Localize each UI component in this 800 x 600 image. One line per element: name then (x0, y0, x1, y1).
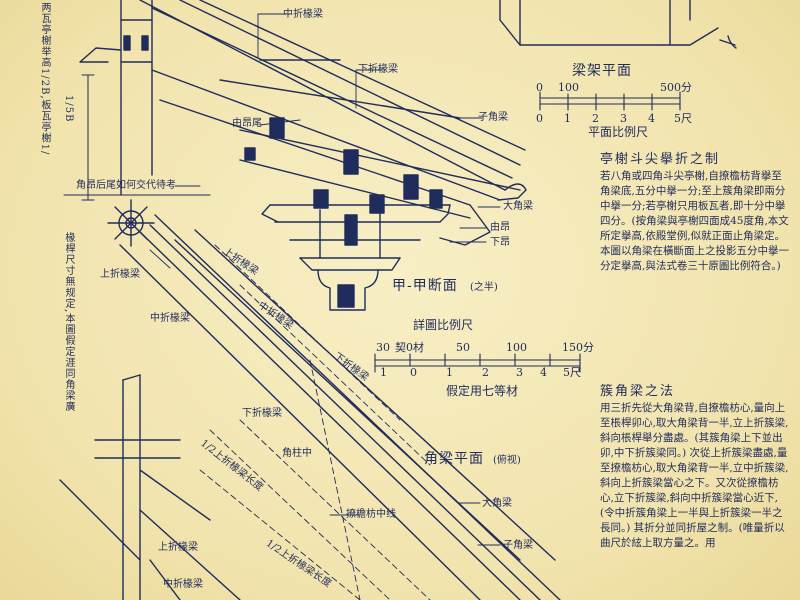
section-rafters (139, 0, 527, 246)
frame-plan (499, 0, 737, 49)
label-big-corner-beam-plan: 大角梁 (482, 498, 512, 509)
bracket-set (239, 117, 471, 311)
plan-scale-tick-ft: 4 (648, 112, 655, 125)
leader-lines (174, 13, 501, 243)
label-mid-fold-beam-left: 中折椽梁 (150, 313, 190, 324)
detail-scale-tick: 100 (506, 341, 527, 354)
detail-scale-tick: 契0材 (395, 341, 424, 354)
plan-title-small: (俯视) (493, 455, 521, 466)
label-mid-fold-beam-top: 中折椽梁 (283, 9, 323, 20)
plan-scale-tick: 500分 (660, 81, 692, 94)
note-1-title: 亭榭斗尖擧折之制 (600, 152, 721, 167)
detail-scale-tick-ft: 4 (540, 366, 547, 379)
plan-scale-caption: 平面比例尺 (588, 125, 649, 139)
detail-scale-title: 詳圖比例尺 (413, 318, 474, 332)
detail-scale-caption: 假定用七等材 (446, 384, 519, 398)
label-you-ang: 由昂 (490, 222, 510, 233)
label-roof-height-note: 两瓦亭榭举高1/2B,板瓦亭榭1/ (39, 2, 50, 156)
plan-scale-bar (539, 91, 681, 111)
section-title-small: (之半) (470, 282, 498, 293)
detail-scale-bar (374, 353, 581, 373)
label-upper-fold-beam-left: 上折椽梁 (100, 269, 140, 280)
plan-scale-tick-ft: 3 (620, 112, 627, 125)
label-child-corner-beam-plan: 子角梁 (503, 540, 533, 551)
label-purlin-center: 撩檐枋中线 (346, 509, 396, 520)
plan-scale-tick-ft: 0 (536, 112, 543, 125)
label-child-corner-beam-top: 子角梁 (478, 112, 508, 123)
note-block-2: 簇角梁之法 用三折先從大角梁背,自撩檐枋心,量向上至棖桿卯心,取大角梁背一半,立… (600, 384, 790, 600)
section-title: 甲-甲断面 (392, 278, 458, 294)
label-corner-column-center: 角柱中 (282, 448, 312, 459)
note-block-1: 亭榭斗尖擧折之制 若八角或四角斗尖亭榭,自撩檐枋背擧至角梁底,五分中擧一分;至上… (600, 152, 790, 274)
plan-scale-tick-ft: 2 (592, 112, 599, 125)
detail-scale-tick: 50 (456, 341, 470, 354)
label-rafter-size-note: 椽桿尺寸無规定,本圖假定涯同角梁廣 (63, 232, 74, 413)
note-1-body: 若八角或四角斗尖亭榭,自撩檐枋背擧至角梁底,五分中擧一分;至上簇角梁即兩分中擧一… (600, 170, 789, 272)
label-upper-fold-beam-bottom: 上折椽梁 (158, 542, 198, 553)
plan-scale-tick-ft: 1 (564, 112, 571, 125)
label-big-corner-beam: 大角梁 (503, 201, 533, 212)
label-ang-tail-note: 角昂后尾如何交代待考 (76, 180, 176, 191)
label-mid-fold-beam-bottom: 中折椽梁 (163, 579, 203, 590)
detail-scale-tick: 150分 (562, 341, 594, 354)
detail-scale-tick-ft: 2 (482, 366, 489, 379)
frame-plan-title: 梁架平面 (572, 63, 632, 79)
section-column (79, 0, 153, 196)
note-2-title: 簇角梁之法 (600, 384, 676, 399)
plan-scale-tick: 0 (536, 81, 543, 94)
plan-scale-tick: 100 (558, 81, 579, 94)
detail-scale-tick-ft: 3 (516, 366, 523, 379)
label-ratio: 1/5B (63, 95, 74, 123)
detail-scale-tick-ft: 5尺 (563, 366, 581, 379)
plan-title: 角梁平面 (424, 451, 484, 467)
bottom-leaders (149, 249, 501, 546)
label-lower-fold-beam-top: 下折椽梁 (358, 64, 398, 75)
label-tail-note: 由昂尾 (232, 118, 262, 129)
detail-scale-tick: 30 (376, 341, 390, 354)
detail-scale-tick-ft: 1 (380, 366, 387, 379)
label-lower-fold-beam-mid: 下折椽梁 (242, 408, 282, 419)
diagonal-beams (119, 214, 561, 600)
column-elevation (59, 374, 241, 600)
plan-scale-tick-ft: 5尺 (674, 112, 692, 125)
dimension-lines (199, 244, 431, 600)
detail-scale-tick-ft: 1 (446, 366, 453, 379)
label-lower-ang: 下昂 (490, 237, 510, 248)
note-2-body: 用三折先從大角梁背,自撩檐枋心,量向上至棖桿卯心,取大角梁背一半,立上折簇梁,斜… (600, 402, 789, 549)
height-dimension (63, 74, 211, 201)
detail-scale-tick-ft: 0 (410, 366, 417, 379)
